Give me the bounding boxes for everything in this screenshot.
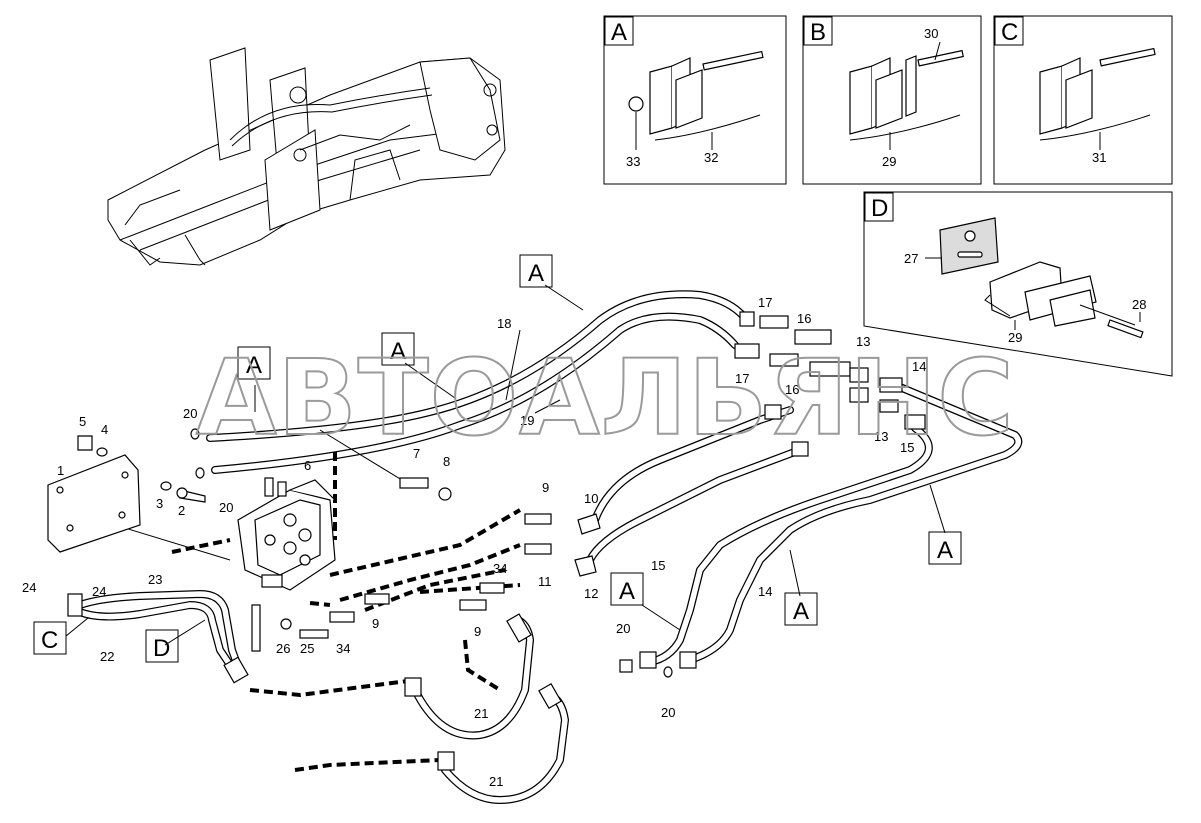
detail-box-d: D 27 28 29 [863,191,1173,377]
cover-plate [47,454,141,553]
callout: 13 [856,334,870,349]
callout: 20 [616,621,630,636]
callout: 8 [443,454,450,469]
callout: 16 [785,382,799,397]
callout: 6 [304,458,311,473]
callout: 20 [661,705,675,720]
callout: 24 [92,584,106,599]
callout: 28 [1132,297,1146,312]
callout-numbers: 1 2 3 4 5 6 7 8 9 9 9 10 11 12 13 13 14 … [22,295,926,789]
assembly-dashed-lines [171,452,522,772]
callout: 25 [300,641,314,656]
callout: 15 [651,558,665,573]
callout: 12 [584,586,598,601]
callout: 14 [758,584,772,599]
view-marker: A [793,598,809,625]
callout: 17 [758,295,772,310]
callout: 29 [882,154,896,169]
callout: 3 [156,496,163,511]
view-marker: A [619,578,635,605]
callout: 29 [1008,330,1022,345]
callout: 9 [474,624,481,639]
callout: 1 [57,463,64,478]
callout: 20 [219,500,233,515]
view-marker: A [937,537,953,564]
control-valve [237,477,336,591]
callout: 31 [1092,150,1106,165]
callout: 16 [797,311,811,326]
detail-letter: D [871,195,888,222]
view-marker: C [41,627,58,654]
small-fittings [67,311,926,771]
view-marker: D [153,635,170,662]
view-marker: A [246,352,262,379]
callout: 14 [912,359,926,374]
callout: 10 [584,491,598,506]
callout: 17 [735,371,749,386]
callout: 20 [183,406,197,421]
detail-letter: C [1001,19,1018,46]
callout: 13 [874,429,888,444]
callout: 4 [101,422,108,437]
callout: 9 [542,480,549,495]
callout: 7 [413,446,420,461]
detail-letter: A [611,19,627,46]
callout: 22 [100,649,114,664]
view-marker: A [390,338,406,365]
callout: 23 [148,572,162,587]
detail-box-c: C 31 [993,15,1173,185]
leader-lines [65,284,946,646]
hose-lines [76,290,1023,804]
callout: 34 [493,561,507,576]
callout: 34 [336,641,350,656]
callout: 2 [178,503,185,518]
callout: 27 [904,251,918,266]
callout: 5 [79,414,86,429]
view-markers: A A A A A A C D [33,254,962,663]
callout: 30 [924,26,938,41]
callout: 21 [489,774,503,789]
callout: 21 [474,706,488,721]
detail-box-a: A 33 32 [603,15,787,185]
watermark: АВТОАЛЬЯНС [196,337,1015,459]
callout: 18 [497,316,511,331]
callout: 9 [372,616,379,631]
detail-box-b: B 30 29 [802,15,982,185]
view-marker: A [528,260,544,287]
callout: 19 [520,413,534,428]
detail-letter: B [810,19,826,46]
callout: 15 [900,440,914,455]
machine-frame-illustration [107,47,506,266]
callout: 26 [276,641,290,656]
callout: 11 [538,574,552,589]
callout: 33 [626,154,640,169]
callout: 32 [704,150,718,165]
callout: 24 [22,580,36,595]
